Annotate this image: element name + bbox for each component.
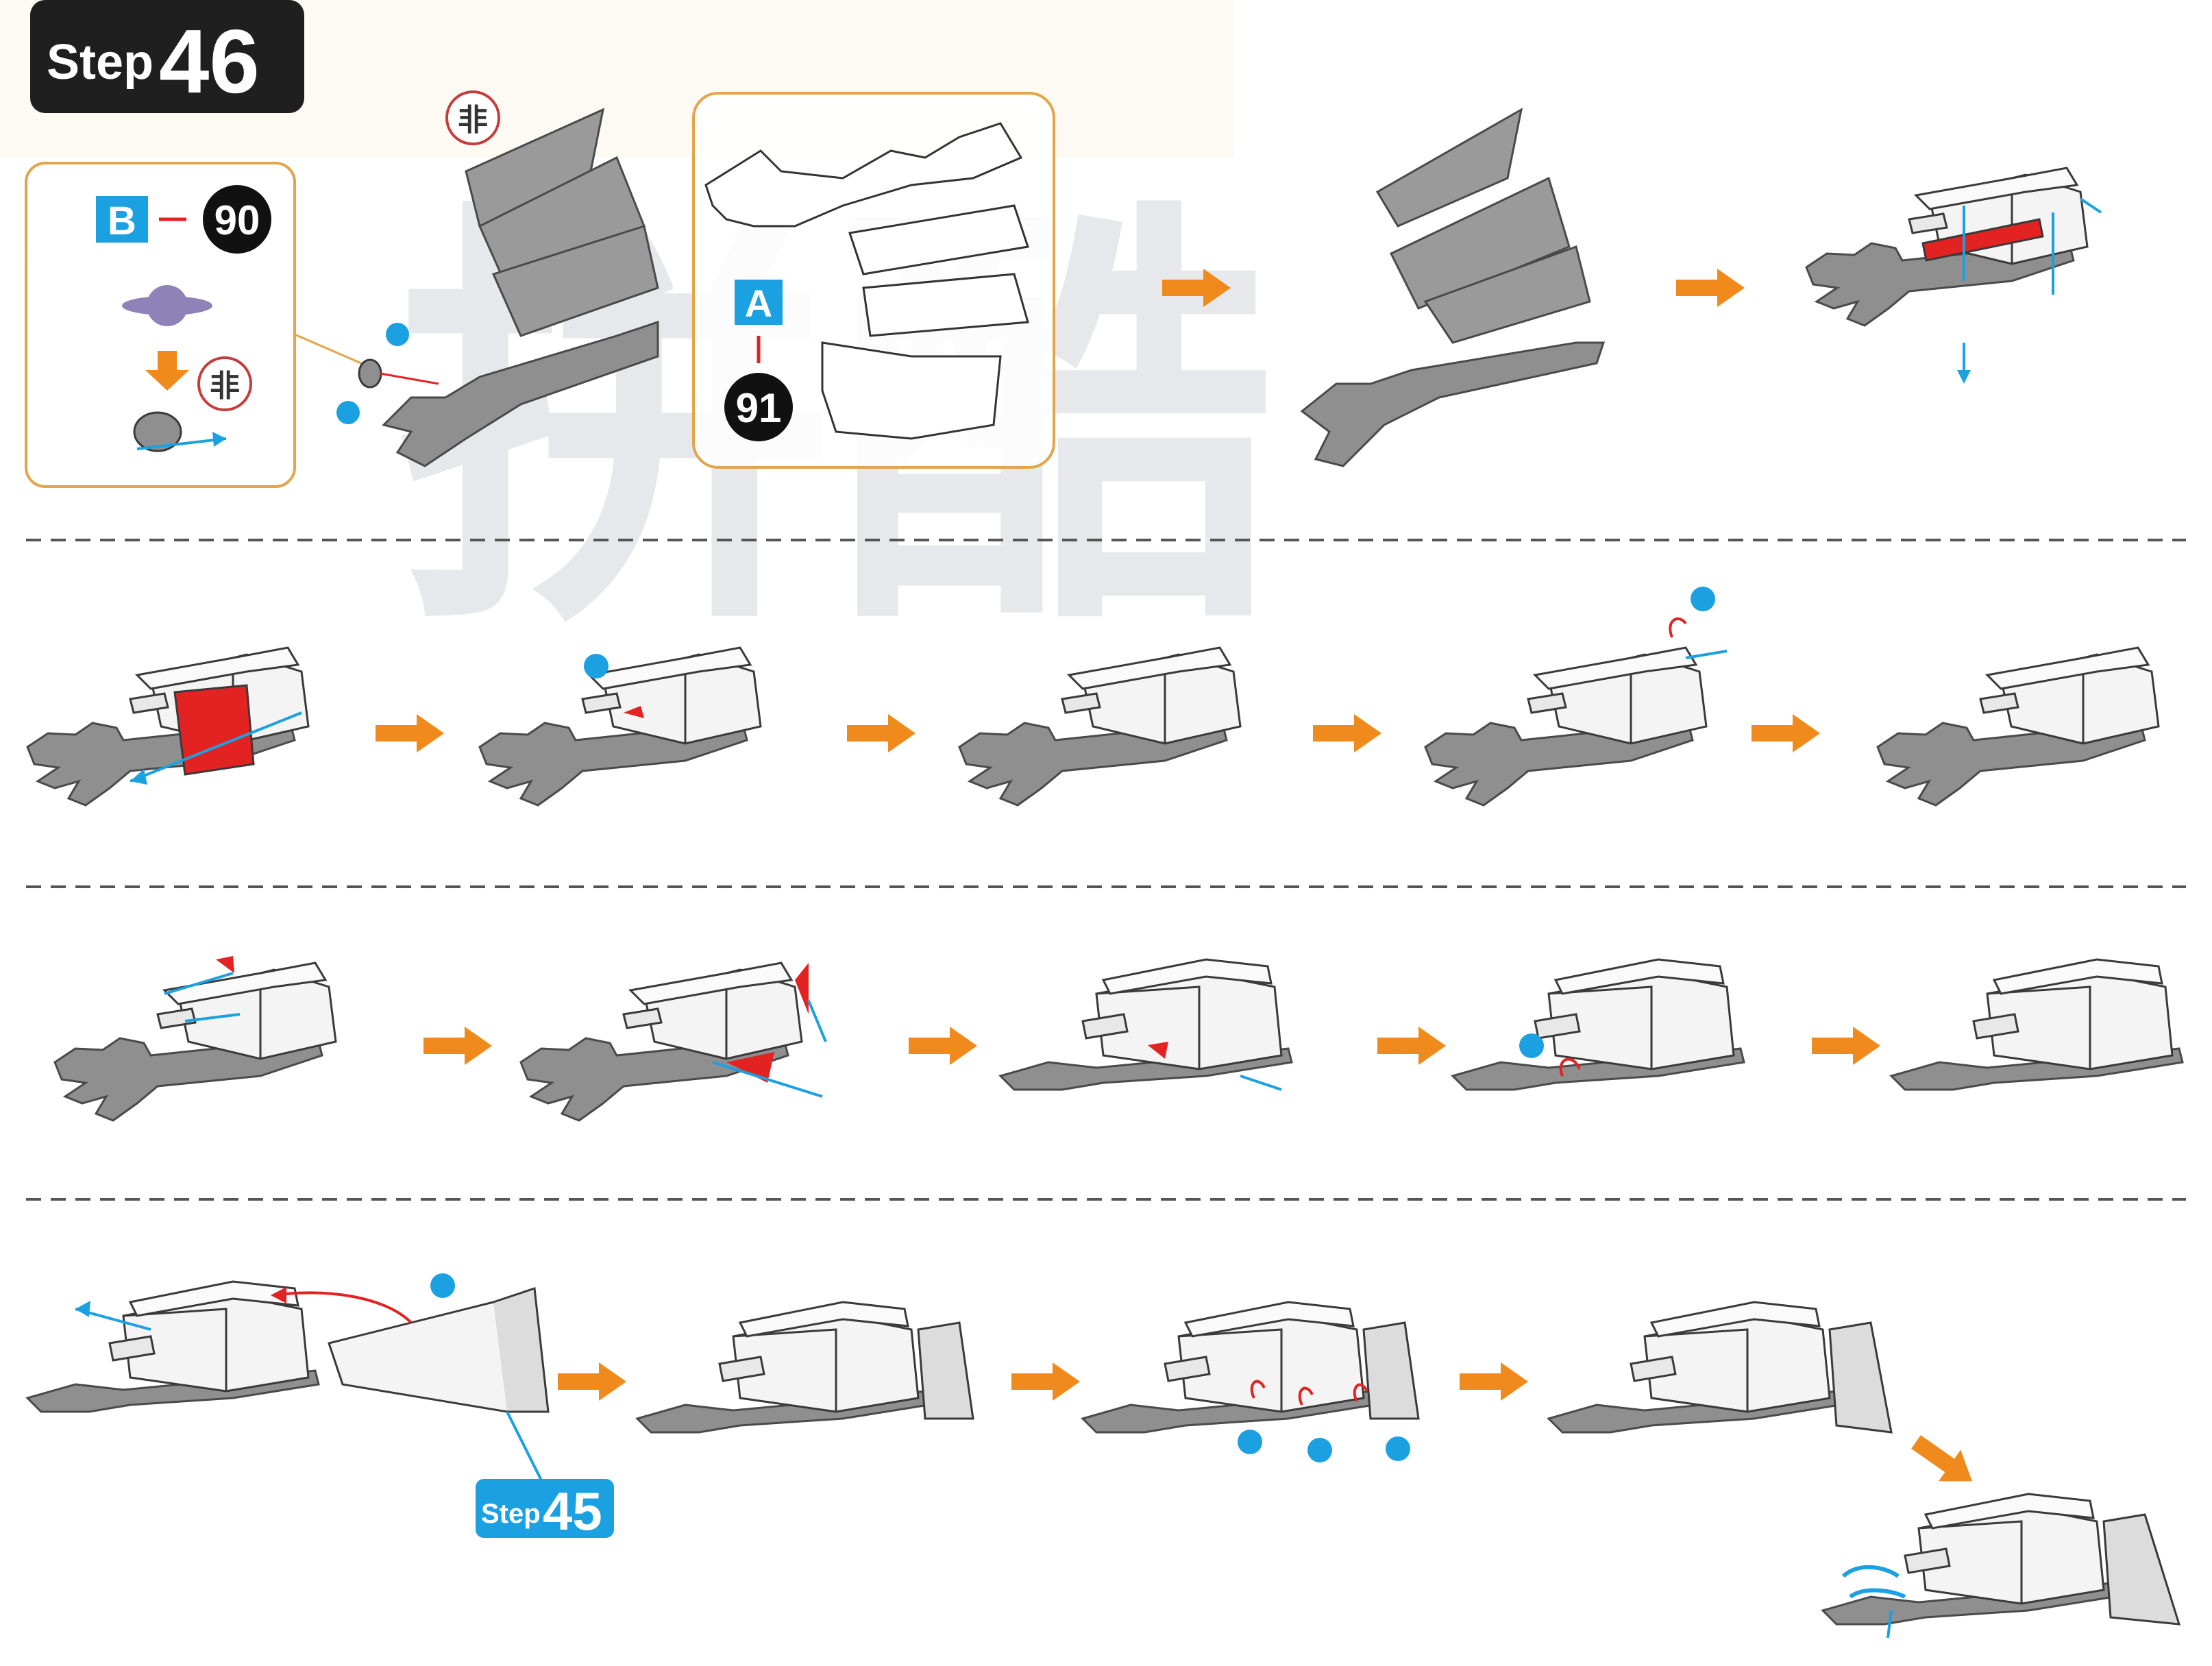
step-arrow: [1313, 714, 1381, 752]
step-arrow: [1460, 1362, 1528, 1401]
blue-dot: [584, 654, 609, 678]
parts-callout: B 90 非: [25, 162, 378, 488]
step-arrow: [423, 1027, 492, 1065]
assembly-illustration-17: [1547, 1301, 1893, 1434]
detail-callout: A 91: [692, 92, 1055, 469]
sheet-a-badge: [735, 280, 783, 325]
step-arrow: [847, 714, 915, 752]
step-arrow: [376, 714, 444, 752]
step-header-badge: Step 46: [30, 0, 304, 113]
step-arrow: [558, 1362, 626, 1401]
step-45-reference-badge: Step 45: [476, 1479, 614, 1541]
part-91-badge: [724, 373, 793, 441]
assembly-illustration-9: [53, 956, 337, 1122]
assembly-illustration-12: [1451, 958, 1745, 1091]
step-arrow: [1676, 269, 1745, 307]
step-arrow: [1377, 1027, 1446, 1065]
assembly-illustration-3: [1805, 167, 2102, 384]
sheet-b-badge: [96, 196, 148, 243]
part-91-number: 91: [736, 385, 782, 431]
step-arrow: [1752, 714, 1820, 752]
blue-dot: [336, 401, 360, 424]
step-arrow: [1812, 1027, 1880, 1065]
blue-dot: [1519, 1033, 1544, 1058]
assembly-illustration-8: [1876, 646, 2160, 807]
peg-folded-icon: [133, 411, 182, 452]
step-header-label: Step: [47, 35, 153, 90]
sheet-a-letter: A: [745, 282, 772, 325]
assembly-illustration-10: [519, 961, 827, 1122]
assembly-illustration-7: [1424, 587, 1728, 807]
assembly-illustration-11: [999, 958, 1293, 1091]
blue-dot: [1386, 1436, 1410, 1461]
step-arrow: [909, 1027, 977, 1065]
assembly-illustration-4: [26, 646, 310, 807]
step-header-number: 46: [159, 11, 260, 112]
step-45-number: 45: [543, 1481, 602, 1541]
fold-symbol-circle-2: [445, 90, 500, 145]
down-arrow-icon: [145, 351, 189, 391]
fold-symbol-circle: [197, 356, 252, 411]
assembly-illustration-13: [1890, 958, 2184, 1091]
blue-dot: [430, 1273, 455, 1298]
assembly-illustration-1: 非: [336, 90, 659, 467]
part-90-badge: [203, 185, 271, 254]
assembly-illustration-2: [1300, 108, 1606, 467]
step-45-label: Step: [481, 1499, 541, 1529]
blue-dot: [386, 323, 409, 346]
fold-symbol-text: 非: [210, 369, 240, 403]
part-90-number: 90: [214, 197, 260, 243]
assembly-illustration-final: [1821, 1493, 2181, 1639]
sheet-b-letter: B: [108, 199, 136, 243]
assembly-illustration-14: [26, 1273, 550, 1481]
blue-dot: [1307, 1438, 1332, 1462]
assembly-illustration-5: [478, 646, 762, 807]
blue-dot: [1691, 587, 1715, 611]
assembly-illustration-16: [1081, 1301, 1420, 1462]
fold-symbol-text-2: 非: [458, 103, 488, 137]
step-arrow-diagonal: [1904, 1426, 1983, 1497]
blue-dot: [1238, 1430, 1262, 1454]
assembly-illustration-15: [636, 1301, 974, 1434]
step-arrow: [1011, 1362, 1080, 1401]
